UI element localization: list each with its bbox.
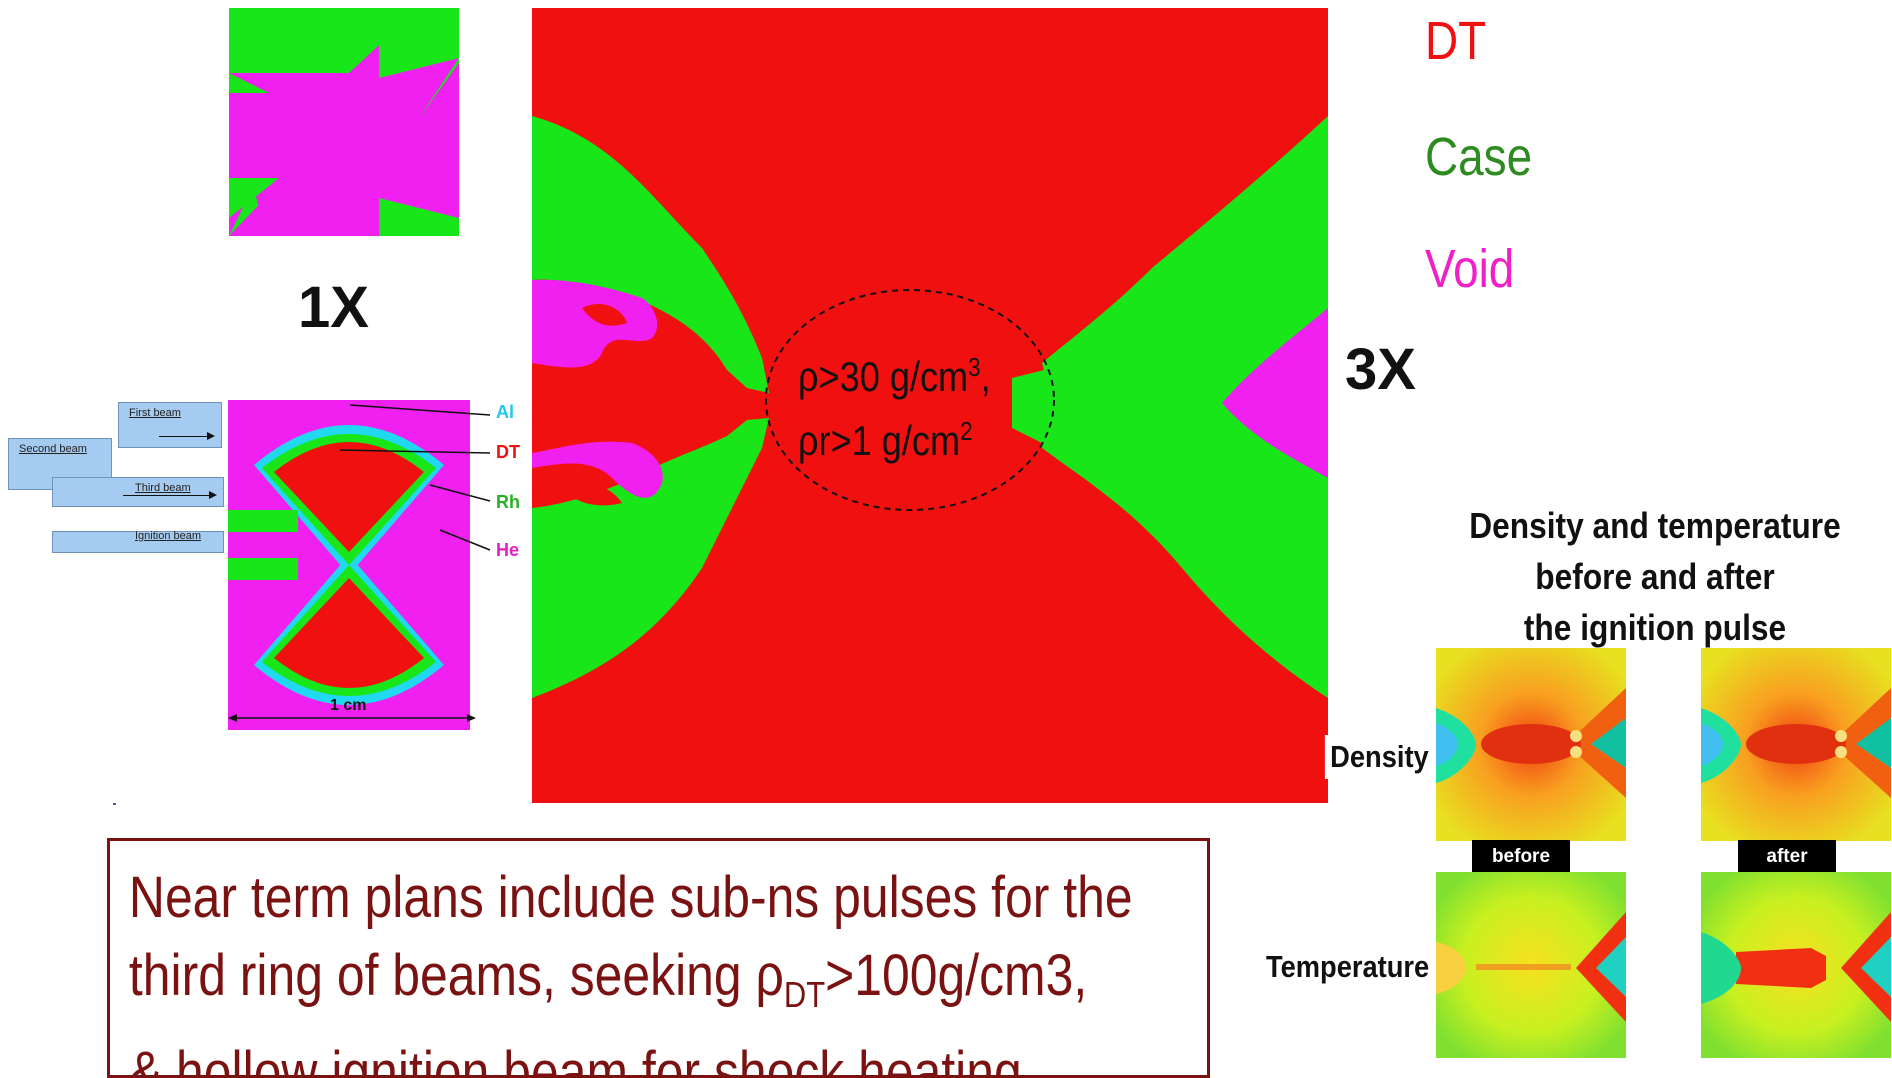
scale-label: 1 cm <box>330 697 367 714</box>
schematic-leader-lines <box>340 404 491 551</box>
row-label-density: Density <box>1324 735 1434 779</box>
legend-case: Case <box>1425 127 1533 187</box>
scale-bar <box>228 714 476 722</box>
label-rh: Rh <box>496 492 520 512</box>
multiplier-3x-label: 3X <box>1345 337 1416 402</box>
third-beam: Third beam <box>52 477 224 507</box>
ignition-beam: Ignition beam <box>52 530 224 553</box>
row-label-temperature: Temperature <box>1260 945 1434 989</box>
areal-density-condition: ρr>1 g/cm2 <box>798 416 973 464</box>
before-tag: before <box>1472 840 1570 874</box>
after-tag: after <box>1738 840 1836 874</box>
small-cross-section-1x <box>229 8 459 236</box>
density-temperature-title: Density and temperature before and after… <box>1469 505 1841 648</box>
label-al: Al <box>496 402 514 422</box>
core-region-ellipse <box>765 289 1055 511</box>
near-term-plans-text: Near term plans include sub-ns pulses fo… <box>128 865 1133 1078</box>
core-annotation: ρ>30 g/cm3, ρr>1 g/cm2 <box>798 340 991 468</box>
temperature-after-map <box>1701 872 1891 1058</box>
density-after-map <box>1701 648 1891 841</box>
legend-dt: DT <box>1425 11 1487 71</box>
legend-void: Void <box>1425 239 1515 299</box>
main-cross-section-3x <box>532 8 1328 803</box>
target-schematic <box>228 400 470 730</box>
near-term-plans-box: Near term plans include sub-ns pulses fo… <box>107 838 1210 1078</box>
small-dot <box>113 803 116 805</box>
label-he: He <box>496 540 520 560</box>
multiplier-1x-label: 1X <box>298 275 369 340</box>
label-dt: DT <box>496 442 520 462</box>
density-before-map <box>1436 648 1626 841</box>
density-condition: ρ>30 g/cm3, <box>798 352 991 400</box>
first-beam: First beam <box>118 402 222 448</box>
temperature-before-map <box>1436 872 1626 1058</box>
